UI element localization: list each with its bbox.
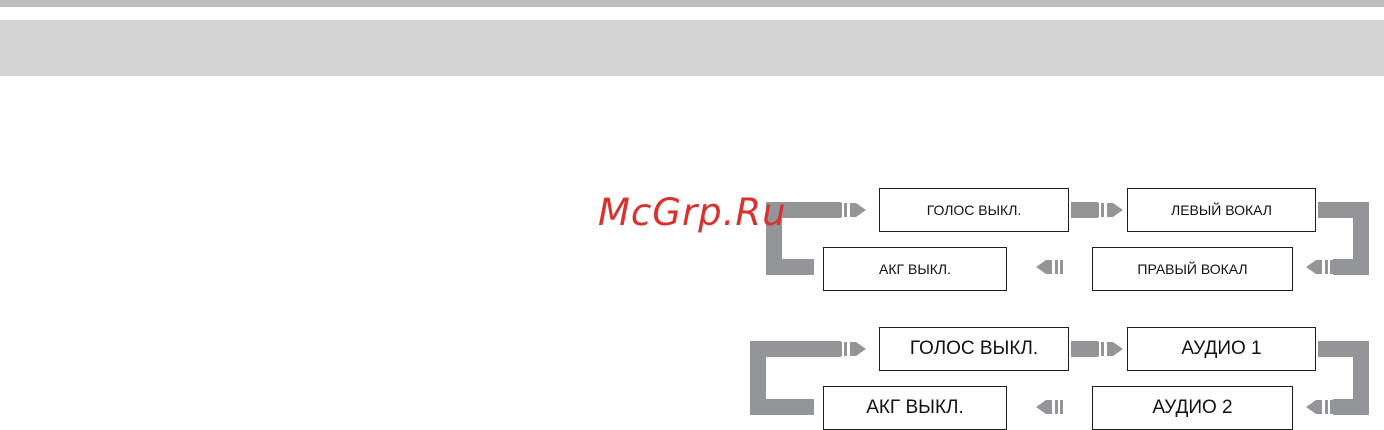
arrow-right-icon <box>1096 203 1123 217</box>
arrow-left-icon <box>1036 260 1063 274</box>
arrow-right-icon <box>839 342 866 356</box>
mode-left-vocal: ЛЕВЫЙ ВОКАЛ <box>1127 188 1316 232</box>
mode-right-vocal: ПРАВЫЙ ВОКАЛ <box>1092 247 1293 291</box>
mode-akg-off: АКГ ВЫКЛ. <box>823 247 1007 291</box>
mode-audio-2: АУДИО 2 <box>1092 386 1293 430</box>
arrow-right-icon <box>839 203 866 217</box>
mode-audio-1: АУДИО 1 <box>1127 327 1316 371</box>
mode-voice-off: ГОЛОС ВЫКЛ. <box>879 327 1069 371</box>
arrow-left-icon <box>1036 400 1063 414</box>
mode-akg-off: АКГ ВЫКЛ. <box>823 386 1007 430</box>
mode-voice-off: ГОЛОС ВЫКЛ. <box>879 188 1069 232</box>
arrow-left-icon <box>1306 260 1333 274</box>
arrow-left-icon <box>1306 400 1333 414</box>
arrow-right-icon <box>1096 342 1123 356</box>
watermark: McGrp.Ru <box>598 194 787 231</box>
